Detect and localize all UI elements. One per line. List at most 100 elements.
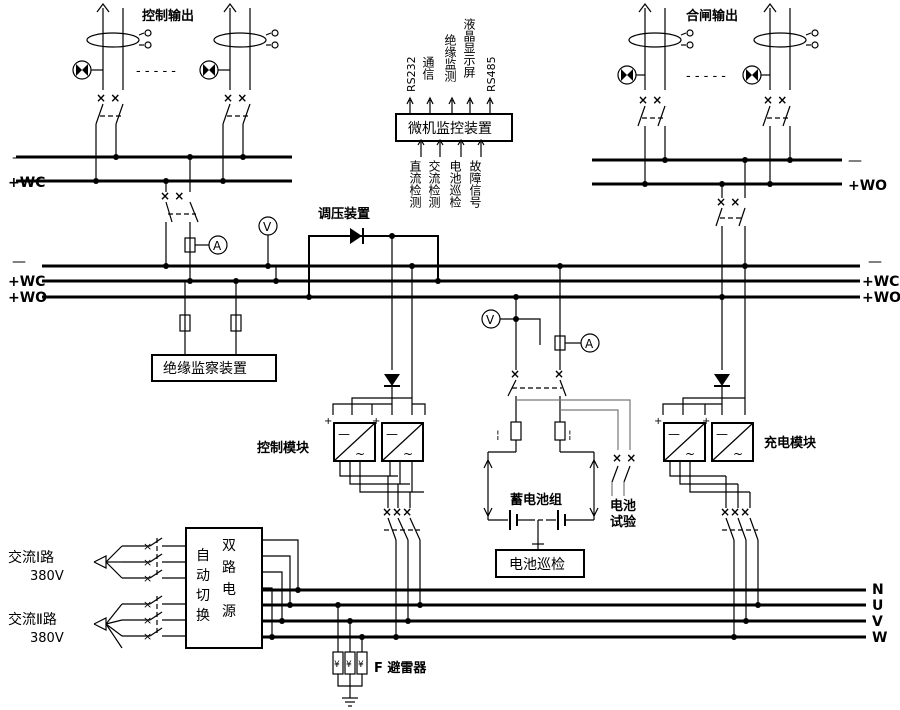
monitor-top-lcd: 液晶显示屏 (462, 17, 476, 79)
control-module-label: 控制模块 (257, 440, 310, 456)
monitor-top-rs232: RS232 (405, 56, 418, 92)
svg-text:+: + (702, 416, 710, 427)
svg-text:¦: ¦ (496, 428, 500, 441)
svg-text:¥: ¥ (334, 660, 340, 670)
svg-text:× ×: × × (612, 451, 636, 465)
battery-fuses: ¦ ¦ (483, 421, 599, 520)
svg-text:~: ~ (685, 447, 695, 461)
control-module-ac-wiring: ××× (339, 461, 424, 640)
svg-text:—: — (338, 427, 350, 441)
control-output-junctions (93, 154, 246, 184)
monitor-device-title: 微机监控装置 (408, 121, 492, 137)
ac-input-1-switch: × × × (93, 537, 186, 585)
svg-text:—: — (668, 427, 680, 441)
lightning-arrester-label: F 避雷器 (374, 660, 427, 676)
battery-patrol-box (495, 549, 585, 578)
monitor-top-arrows (406, 96, 494, 114)
control-module-wiring (332, 263, 426, 415)
svg-text:×: × (510, 367, 520, 381)
svg-text:× ×: × × (638, 93, 662, 107)
insulation-monitor-box (151, 354, 277, 382)
close-output-buses (592, 158, 842, 186)
battery-group-label: 蓄电池组 (510, 492, 562, 508)
auto-switch-outputs (262, 539, 301, 640)
monitor-top-comm: 通信 (421, 56, 435, 81)
ac-input-2-label: 交流Ⅱ路 (8, 611, 57, 628)
main-dc-buses (42, 264, 860, 299)
battery-test-label-1: 电池 (610, 498, 636, 514)
ac-bus-v-label: V (872, 614, 883, 630)
charge-module-wiring (662, 266, 746, 415)
close-output-title: 合闸输出 (686, 8, 738, 24)
svg-text:~: ~ (355, 447, 365, 461)
ctrl-bus-minus-label: — (12, 150, 26, 166)
auto-switch-char-2: 动 (196, 568, 210, 584)
main-bus-wc-left-label: +WC (8, 274, 45, 290)
lightning-arrester: ¥ ¥ ¥ (332, 602, 368, 707)
monitor-bottom-fault: 故障信号 (468, 159, 482, 208)
auto-switch-char-3: 切 (196, 588, 210, 604)
ac-bus-u-label: U (872, 598, 883, 614)
ac-input-1-voltage: 380V (30, 569, 64, 584)
svg-text:×: × (143, 572, 152, 585)
svg-text:×××: ××× (720, 505, 750, 519)
battery-ammeter: A (554, 333, 600, 353)
dual-power-char-1: 双 (222, 538, 236, 554)
svg-text:~: ~ (403, 447, 413, 461)
svg-text:× ×: × × (223, 91, 247, 105)
close-bus-wo-label: +WO (848, 178, 887, 194)
svg-text:A: A (213, 239, 222, 253)
ac-input-2-switch: × × × (93, 595, 186, 649)
charge-module-1: — ~ + (654, 416, 706, 462)
control-ammeter: A (184, 235, 228, 255)
svg-text:—: — (386, 427, 398, 441)
battery-test-switch: × × (611, 451, 636, 496)
ac-bus-n-label: N (872, 582, 884, 598)
battery-patrol-label: 电池巡检 (509, 557, 565, 573)
close-output-feeder-2: × × (742, 3, 819, 184)
svg-text:—: — (716, 427, 728, 441)
control-module-2: — ~ + (372, 416, 424, 462)
svg-text:×: × (554, 367, 564, 381)
main-bus-wo-left-label: +WO (8, 290, 47, 306)
auto-switch-char-4: 换 (196, 607, 210, 624)
charge-module-label: 充电模块 (764, 435, 817, 451)
battery-feeder: × × (507, 263, 631, 450)
control-voltmeter: V (258, 216, 279, 284)
monitor-bottom-arrows (417, 138, 485, 157)
control-feeder-switch: × × (160, 154, 199, 284)
battery-cells (483, 507, 599, 550)
close-output-junctions (642, 157, 793, 187)
ac-input-2-voltage: 380V (30, 631, 64, 646)
control-module-1: — ~ + (324, 416, 376, 462)
svg-text:~: ~ (733, 447, 743, 461)
svg-text:+: + (372, 416, 380, 427)
insulation-monitor-label: 绝缘监察装置 (163, 360, 247, 377)
regulator-circuit (306, 228, 441, 300)
dual-power-char-3: 电 (222, 582, 236, 598)
svg-text:+: + (654, 416, 662, 427)
main-bus-wo-right-label: +WO (862, 290, 900, 306)
dual-power-auto-switch-box (185, 527, 263, 649)
regulator-label: 调压装置 (318, 206, 370, 222)
close-feeder-switch: × × (715, 157, 748, 300)
dual-power-char-2: 路 (222, 560, 236, 576)
ac-bus-w-label: W (872, 630, 887, 646)
svg-text:×: × (143, 614, 152, 627)
close-output-feeder-1: × × (617, 3, 694, 184)
svg-text:×: × (143, 598, 152, 611)
svg-text:×××: ××× (382, 505, 412, 519)
svg-text:× ×: × × (763, 93, 787, 107)
svg-text:×: × (143, 540, 152, 553)
monitor-top-insulation: 绝缘监测 (443, 33, 457, 83)
svg-text:× ×: × × (160, 189, 184, 203)
monitor-device-box (395, 113, 513, 142)
control-output-title: 控制输出 (142, 8, 194, 24)
control-output-ellipsis: - - - - - (136, 64, 176, 79)
monitor-bottom-ac: 交流检测 (427, 159, 441, 209)
main-bus-minus-left-label: — (12, 254, 26, 270)
svg-text:× ×: × × (716, 195, 740, 209)
svg-text:¦: ¦ (568, 428, 572, 441)
insulation-monitor-links (179, 278, 242, 355)
monitor-bottom-battery: 电池巡检 (448, 160, 462, 208)
